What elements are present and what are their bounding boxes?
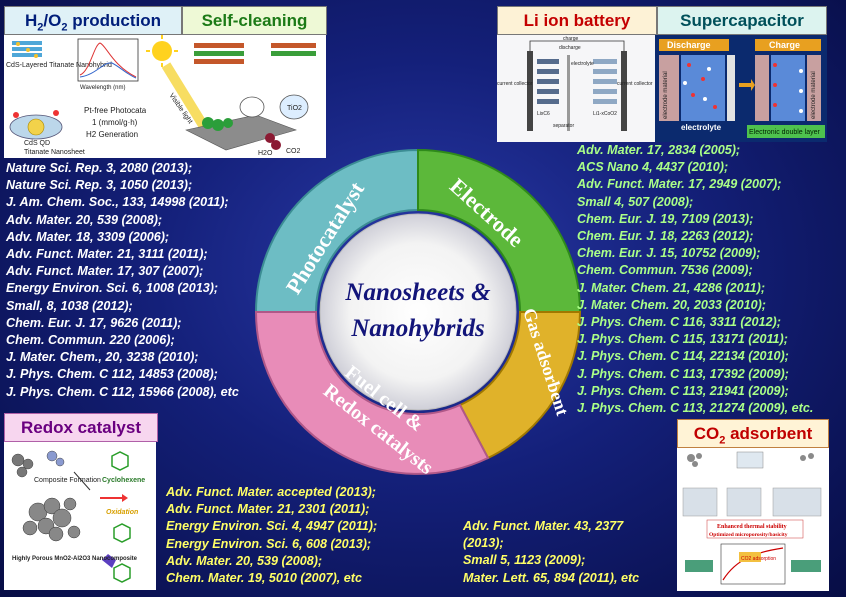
h2o2-figure-svg: CdS-Layered Titanate Nanohybrid Waveleng… xyxy=(6,38,146,156)
self-cleaning-svg: Visible light TiO2 CO2 H2O xyxy=(146,35,316,157)
li-ion-header: Li ion battery xyxy=(497,6,657,35)
supercap-figure: Discharge Charge electrolyte Electronic … xyxy=(655,35,827,142)
self-cleaning-figure: Visible light TiO2 CO2 H2O xyxy=(146,35,326,158)
refs-redox: Adv. Funct. Mater. accepted (2013); Adv.… xyxy=(166,484,377,587)
h2o2-label-generation: H2 Generation xyxy=(86,130,138,139)
ref-item: Energy Environ. Sci. 6, 1008 (2013); xyxy=(6,281,219,296)
h2o2-label-hybrid: CdS-Layered Titanate Nanohybrid xyxy=(6,62,112,69)
ref-item: J. Mater. Chem. 21, 4286 (2011); xyxy=(577,280,766,295)
center-circle xyxy=(319,213,517,411)
center-title-line2: Nanohybrids xyxy=(350,315,484,342)
ref-item: J. Phys. Chem. C 114, 22134 (2010); xyxy=(577,349,789,364)
h2o2-figure: CdS-Layered Titanate Nanohybrid Waveleng… xyxy=(4,35,146,158)
ref-item: (2013); xyxy=(463,536,504,551)
ref-item: Small, 8, 1038 (2012); xyxy=(6,298,133,313)
h2o2-header: H2/O2 production xyxy=(4,6,182,35)
ref-item: Adv. Mater. 18, 3309 (2006); xyxy=(6,229,170,244)
self-cleaning-h2o: H2O xyxy=(258,150,273,157)
center-title-line1: Nanosheets & xyxy=(344,279,491,306)
ring-segment-fuel xyxy=(254,311,490,475)
co2-micro: Optimized microporosity/basicity xyxy=(709,532,788,538)
h2o2-title: H2/O2 production xyxy=(25,11,161,34)
ref-item: Adv. Mater. 20, 539 (2008); xyxy=(6,212,163,227)
h2o2-label-rate: 1 (mmol/g·h) xyxy=(92,118,138,127)
li-ion-anode: LixC6 xyxy=(537,111,550,117)
li-ion-separator: separator xyxy=(553,123,574,129)
self-cleaning-co2: CO2 xyxy=(286,148,301,155)
co2-adsorption: CO2 adsorption xyxy=(741,556,776,562)
application-ring: Photocatalyst Electrode Gas adsorbent Fu… xyxy=(254,148,582,479)
ref-item: J. Phys. Chem. C 115, 13171 (2011); xyxy=(577,332,788,347)
h2o2-label-ptfree: Pt-free Photocatalyst xyxy=(84,106,146,115)
ref-item: Adv. Funct. Mater. 17, 307 (2007); xyxy=(6,264,204,279)
supercap-edl: Electronic double layer xyxy=(749,129,820,136)
ref-item: J. Am. Chem. Soc., 133, 14998 (2011); xyxy=(6,195,229,210)
refs-electrode: Adv. Mater. 17, 2834 (2005); ACS Nano 4,… xyxy=(577,142,813,417)
h2o2-label-cds: CdS QD xyxy=(24,140,50,147)
supercap-electrode-left: electrode material xyxy=(663,71,669,119)
supercap-electrode-right: electrode material xyxy=(811,71,817,119)
ref-item: Adv. Funct. Mater. 43, 2377 xyxy=(463,519,624,533)
supercap-header: Supercapacitor xyxy=(657,6,827,35)
redox-cyclohexene: Cyclohexene xyxy=(102,477,145,484)
ref-item: Adv. Funct. Mater. accepted (2013); xyxy=(166,485,376,499)
co2-svg: Enhanced thermal stability Optimized mic… xyxy=(682,451,822,585)
ref-item: Chem. Eur. J. 18, 2263 (2012); xyxy=(577,229,754,244)
li-ion-figure: charge discharge electrolyte current col… xyxy=(497,35,655,142)
li-ion-charge: charge xyxy=(563,36,579,42)
supercap-discharge: Discharge xyxy=(667,40,711,50)
co2-thermal: Enhanced thermal stability xyxy=(717,524,787,530)
li-ion-collector-right: current collector xyxy=(617,81,653,87)
self-cleaning-tio2: TiO2 xyxy=(287,105,302,112)
ref-item: Nature Sci. Rep. 3, 2080 (2013); xyxy=(6,161,193,175)
redox-nanocomposite: Highly Porous MnO2-Al2O3 Nanocomposite xyxy=(12,556,138,562)
ref-item: Chem. Eur. J. 19, 7109 (2013); xyxy=(577,211,754,226)
ref-item: J. Mater. Chem., 20, 3238 (2010); xyxy=(6,350,199,365)
redox-svg: Composite Formation Cyclohexene Oxidatio… xyxy=(11,450,145,583)
h2o2-label-titanate: Titanate Nanosheet xyxy=(24,149,85,156)
supercap-electrolyte: electrolyte xyxy=(681,123,722,132)
ref-item: J. Phys. Chem. C 112, 15966 (2008), etc xyxy=(6,384,239,399)
ref-item: Adv. Mater. 20, 539 (2008); xyxy=(166,553,323,568)
redox-composite-label: Composite Formation xyxy=(34,477,101,484)
ref-item: Small 5, 1123 (2009); xyxy=(463,553,586,568)
ref-item: J. Phys. Chem. C 112, 14853 (2008); xyxy=(6,367,218,382)
refs-gas: Adv. Funct. Mater. 43, 2377 (2013); Smal… xyxy=(463,518,639,587)
redox-figure: Composite Formation Cyclohexene Oxidatio… xyxy=(4,442,156,590)
refs-photocatalyst: Nature Sci. Rep. 3, 2080 (2013); Nature … xyxy=(6,160,239,401)
self-cleaning-header: Self-cleaning xyxy=(182,6,327,35)
ref-item: J. Phys. Chem. C 113, 21941 (2009); xyxy=(577,383,789,398)
redox-header: Redox catalyst xyxy=(4,413,158,442)
ref-item: J. Phys. Chem. C 116, 3311 (2012); xyxy=(577,315,781,330)
ref-item: Adv. Funct. Mater. 21, 2301 (2011); xyxy=(166,502,370,517)
li-ion-discharge: discharge xyxy=(559,45,581,51)
li-ion-svg: charge discharge electrolyte current col… xyxy=(497,36,653,131)
ref-item: Chem. Commun. 7536 (2009); xyxy=(577,263,753,278)
ref-item: ACS Nano 4, 4437 (2010); xyxy=(577,160,729,175)
supercap-svg: Discharge Charge electrolyte Electronic … xyxy=(659,39,825,138)
ref-item: Chem. Eur. J. 17, 9626 (2011); xyxy=(6,315,182,330)
ref-item: Nature Sci. Rep. 3, 1050 (2013); xyxy=(6,178,193,193)
ref-item: J. Phys. Chem. C 113, 21274 (2009), etc. xyxy=(577,401,814,416)
ref-item: Small 4, 507 (2008); xyxy=(577,194,694,209)
li-ion-electrolyte: electrolyte xyxy=(571,61,594,67)
li-ion-cathode: Li1-xCoO2 xyxy=(593,111,617,117)
li-ion-collector-left: current collector xyxy=(497,81,533,87)
ref-item: Energy Environ. Sci. 6, 608 (2013); xyxy=(166,536,372,551)
co2-header: CO2 adsorbent xyxy=(677,419,829,448)
co2-figure: Enhanced thermal stability Optimized mic… xyxy=(677,448,829,591)
ref-item: Mater. Lett. 65, 894 (2011), etc xyxy=(463,570,640,585)
ref-item: Adv. Funct. Mater. 17, 2949 (2007); xyxy=(577,177,782,192)
ref-item: Chem. Eur. J. 15, 10752 (2009); xyxy=(577,246,761,261)
ref-item: J. Mater. Chem. 20, 2033 (2010); xyxy=(577,297,767,312)
ref-item: Chem. Commun. 220 (2006); xyxy=(6,333,175,348)
supercap-charge: Charge xyxy=(769,40,800,50)
ref-item: Chem. Mater. 19, 5010 (2007), etc xyxy=(166,571,363,586)
ref-item: Adv. Funct. Mater. 21, 3111 (2011); xyxy=(6,247,208,262)
ref-item: Energy Environ. Sci. 4, 4947 (2011); xyxy=(166,519,378,534)
ref-item: J. Phys. Chem. C 113, 17392 (2009); xyxy=(577,366,789,381)
ref-item: Adv. Mater. 17, 2834 (2005); xyxy=(577,143,741,157)
h2o2-axis-label: Wavelength (nm) xyxy=(80,85,125,91)
redox-oxidation: Oxidation xyxy=(106,509,138,516)
